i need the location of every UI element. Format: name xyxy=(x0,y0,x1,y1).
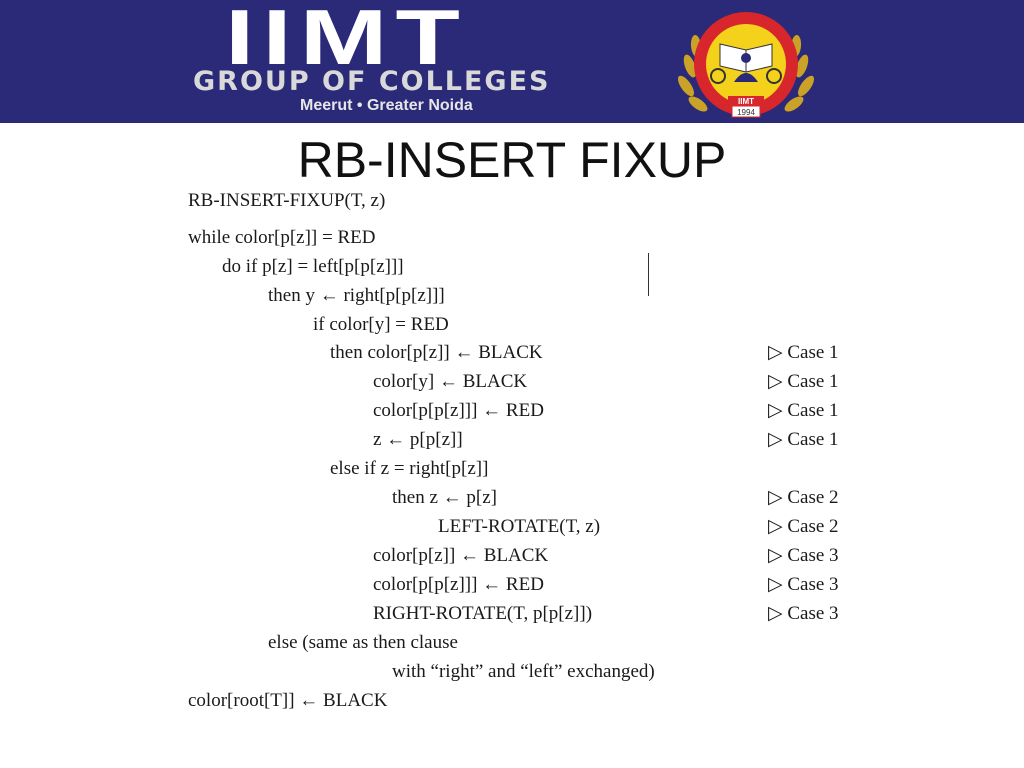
code-line: if color[y] = RED xyxy=(313,314,449,335)
code-line: then y ← right[p[p[z]]] xyxy=(268,285,445,306)
code-line: color[p[p[z]]] ← RED xyxy=(373,400,544,421)
code-line: LEFT-ROTATE(T, z) xyxy=(438,516,601,537)
seal-name: IIMT xyxy=(738,97,754,106)
code-line: then z ← p[z] xyxy=(392,487,497,508)
code-line: while color[p[z]] = RED xyxy=(188,227,376,248)
case-comment: ▷ Case 1 xyxy=(768,429,839,450)
code-line: color[y] ← BLACK xyxy=(373,371,528,392)
case-comment: ▷ Case 1 xyxy=(768,371,839,392)
brand-group-text: GROUP OF COLLEGES xyxy=(193,66,551,97)
seal-year: 1994 xyxy=(737,108,755,117)
brand-wordmark: IIMT xyxy=(225,0,468,81)
code-line: color[p[p[z]]] ← RED xyxy=(373,574,544,595)
case-comment: ▷ Case 3 xyxy=(768,545,839,566)
code-line: z ← p[p[z]] xyxy=(373,429,463,450)
code-line: else if z = right[p[z]] xyxy=(330,458,489,479)
code-line: color[p[z]] ← BLACK xyxy=(373,545,549,566)
code-line: then color[p[z]] ← BLACK xyxy=(330,342,543,363)
college-seal-logo: IIMT 1994 xyxy=(677,12,815,118)
case-comment: ▷ Case 1 xyxy=(768,400,839,421)
case-comment: ▷ Case 1 xyxy=(768,342,839,363)
text-cursor xyxy=(648,253,649,296)
code-line: RIGHT-ROTATE(T, p[p[z]]) xyxy=(373,603,593,624)
case-comment: ▷ Case 2 xyxy=(768,487,839,508)
code-line: do if p[z] = left[p[p[z]]] xyxy=(222,256,404,277)
header-banner: IIMT GROUP OF COLLEGES Meerut • Greater … xyxy=(0,0,1024,123)
case-comment: ▷ Case 2 xyxy=(768,516,839,537)
code-line: with “right” and “left” exchanged) xyxy=(392,661,655,682)
code-line: else (same as then clause xyxy=(268,632,458,653)
case-comment: ▷ Case 3 xyxy=(768,574,839,595)
code-line: color[root[T]] ← BLACK xyxy=(188,690,388,711)
case-comment: ▷ Case 3 xyxy=(768,603,839,624)
brand-location-text: Meerut • Greater Noida xyxy=(300,97,473,114)
code-line: RB-INSERT-FIXUP(T, z) xyxy=(188,190,386,211)
slide-title: RB-INSERT FIXUP xyxy=(297,132,727,188)
